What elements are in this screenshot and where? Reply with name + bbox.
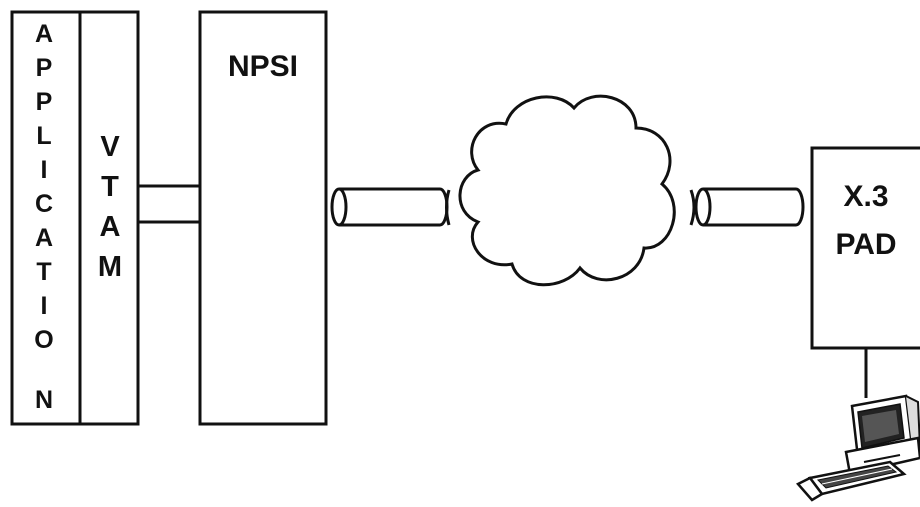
- application-letter: T: [36, 258, 51, 286]
- npsi-outline: [198, 10, 328, 426]
- application-letter: P: [36, 54, 53, 82]
- pad-label-line1: X.3: [843, 180, 888, 213]
- host-stack: A P P L I C A T I O N V T A M: [10, 10, 140, 426]
- vtam-letter: T: [101, 171, 119, 203]
- npsi-label: NPSI: [228, 50, 298, 83]
- application-letter: I: [41, 156, 48, 184]
- application-letter: N: [35, 386, 53, 414]
- application-letter: O: [34, 326, 53, 354]
- application-letter: A: [35, 20, 53, 48]
- vtam-letter: A: [100, 211, 121, 243]
- application-letter: A: [35, 224, 53, 252]
- application-letter: C: [35, 190, 53, 218]
- application-label: A P P L I C A T I O N: [34, 20, 53, 414]
- pipe-connector-icon: [330, 187, 451, 227]
- pad-label-line2: PAD: [835, 228, 896, 261]
- application-letter: L: [36, 122, 51, 150]
- application-letter: P: [36, 88, 53, 116]
- host-channel-link: [138, 184, 200, 224]
- vtam-label: V T A M: [98, 131, 122, 283]
- npsi-box: NPSI: [198, 10, 328, 426]
- pad-box: X.3 PAD: [810, 146, 920, 350]
- application-letter: I: [41, 292, 48, 320]
- vtam-letter: V: [100, 131, 120, 163]
- host-outline: [10, 10, 140, 426]
- vtam-letter: M: [98, 251, 122, 283]
- computer-terminal-icon: [795, 394, 920, 502]
- cloud-icon: [458, 94, 676, 287]
- pipe-connector-icon: [689, 187, 805, 227]
